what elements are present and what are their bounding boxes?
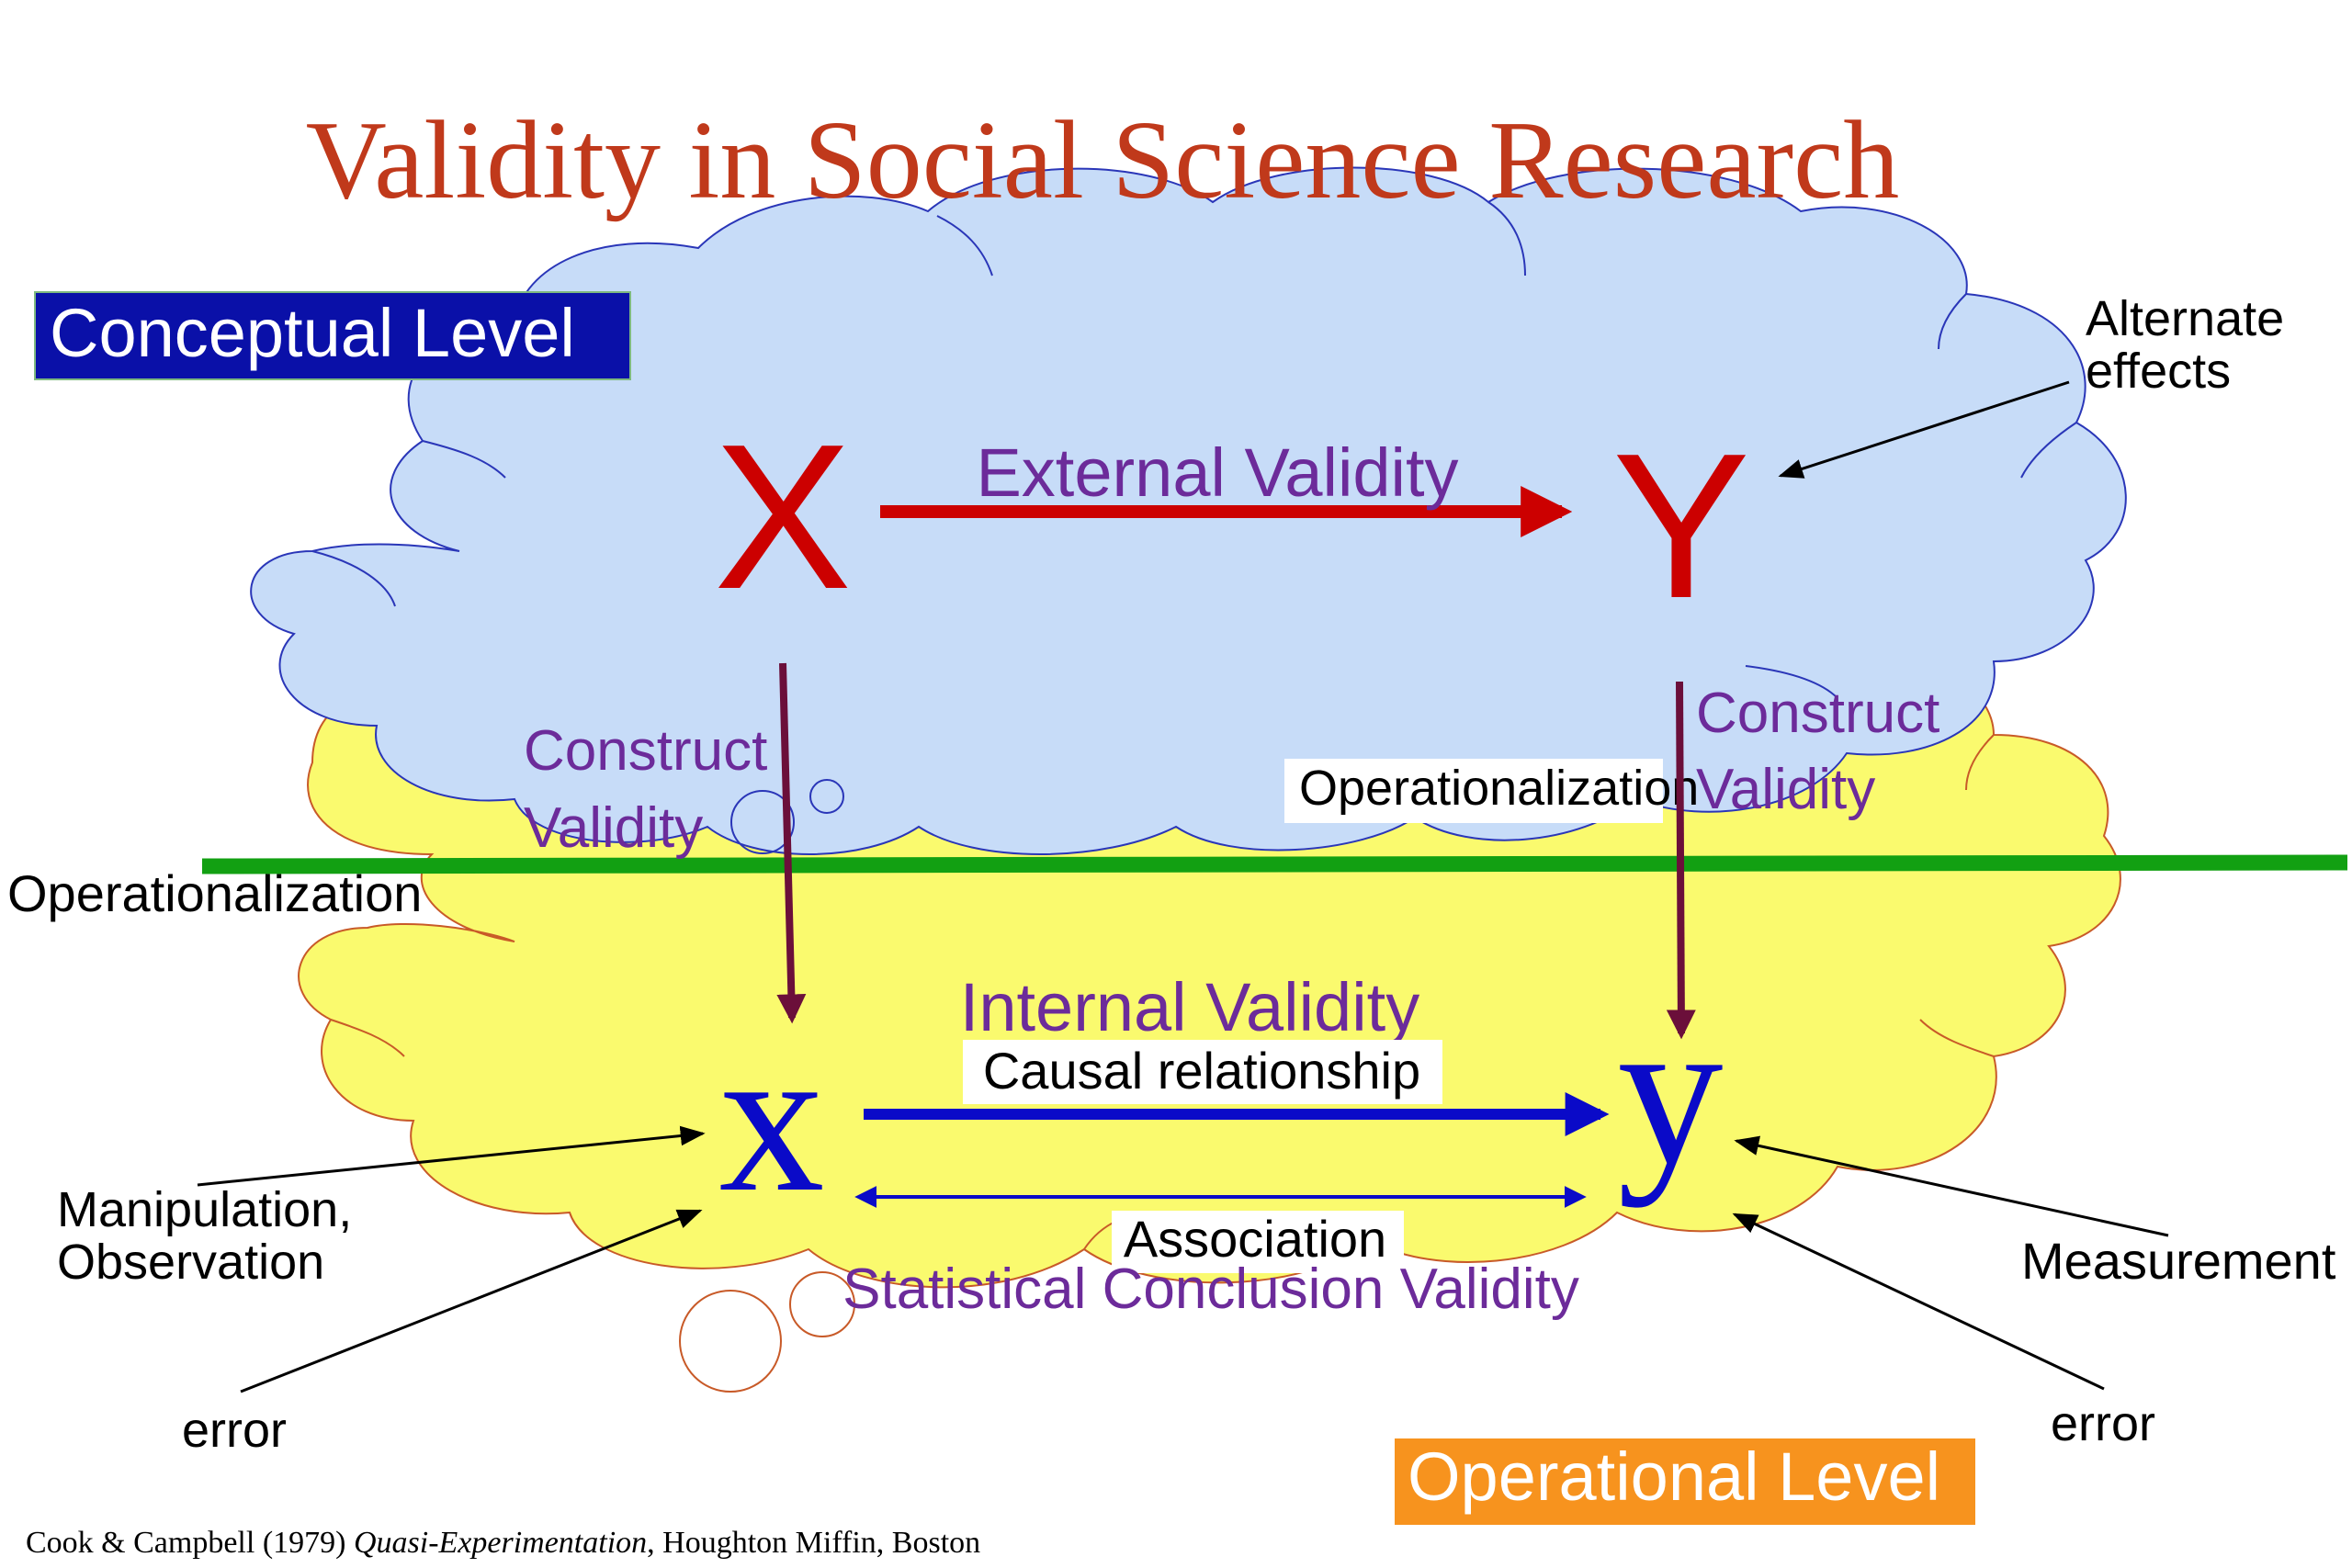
construct-validity-right-line1: Construct — [1696, 682, 1939, 745]
error-left-label: error — [182, 1403, 287, 1458]
construct-X: X — [714, 400, 852, 632]
operationalization-left-label: Operationalization — [7, 864, 422, 922]
cloud-detail-yellow-2 — [1919, 1019, 1995, 1057]
manipulation-pointer — [197, 1125, 706, 1187]
page-title: Validity in Social Science Research — [306, 98, 1900, 222]
citation-publisher: , Houghton Miffin, Boston — [647, 1526, 980, 1560]
manipulation-line2: Observation — [57, 1235, 324, 1290]
citation-title: Quasi-Experimentation — [354, 1526, 647, 1560]
construct-y: y — [1618, 974, 1724, 1208]
operationalization-right-box — [1284, 759, 1663, 823]
construct-validity-right-line2: Validity — [1696, 758, 1875, 821]
cloud-detail-blue-1 — [936, 215, 993, 276]
cloud-detail-blue-2 — [1487, 201, 1526, 276]
construct-validity-left-line2: Validity — [524, 796, 703, 860]
bubble-yellow-2 — [789, 1271, 855, 1337]
association-label: Association — [1124, 1210, 1386, 1268]
operational-level-box — [1395, 1438, 1975, 1525]
cloud-detail-blue-4 — [2020, 422, 2077, 479]
statistical-conclusion-validity-label: Statistical Conclusion Validity — [842, 1258, 1579, 1321]
measurement-label: Measurement — [2021, 1232, 2336, 1290]
measurement-pointer — [1734, 1135, 2169, 1237]
construct-Y: Y — [1612, 410, 1750, 641]
construct-validity-left-line1: Construct — [524, 719, 767, 783]
cloud-detail-blue-5 — [422, 440, 506, 479]
error-right-pointer — [1732, 1213, 2105, 1391]
cloud-detail-blue-3 — [1938, 293, 1967, 350]
cloud-detail-yellow-1 — [1965, 734, 1995, 791]
bubble-blue-2 — [809, 779, 844, 814]
cloud-detail-blue-7 — [1745, 665, 1838, 699]
conceptual-level-box — [34, 291, 631, 380]
alternate-effects-pointer — [1778, 380, 2070, 479]
bubble-yellow-1 — [679, 1290, 782, 1393]
causal-relationship-label: Causal relationship — [983, 1042, 1420, 1100]
error-left-pointer — [240, 1209, 703, 1393]
manipulation-line1: Manipulation, — [57, 1182, 352, 1237]
construct-arrow-left — [776, 662, 807, 1024]
operationalization-right-label: Operationalization — [1299, 761, 1699, 816]
operational-level-label: Operational Level — [1408, 1438, 1940, 1515]
error-right-label: error — [2051, 1396, 2155, 1451]
bubble-blue-1 — [730, 790, 795, 854]
cloud-detail-blue-6 — [311, 550, 396, 607]
alternate-effects-line1: Alternate — [2086, 291, 2284, 346]
conceptual-level-label: Conceptual Level — [50, 295, 575, 371]
causal-relationship-box — [963, 1040, 1442, 1104]
cloud-detail-yellow-3 — [330, 1019, 405, 1057]
measurement-box — [2010, 1231, 2341, 1293]
operationalization-line — [201, 854, 2348, 874]
citation: Cook & Campbell (1979) Quasi-Experimenta… — [26, 1526, 980, 1560]
association-box — [1112, 1211, 1404, 1273]
internal-validity-label: Internal Validity — [960, 969, 1419, 1045]
external-validity-label: External Validity — [976, 434, 1458, 511]
alternate-effects-line2: effects — [2086, 344, 2231, 399]
citation-authors: Cook & Campbell (1979) — [26, 1526, 354, 1560]
construct-x: x — [719, 1001, 825, 1235]
construct-arrow-right — [1666, 681, 1696, 1040]
